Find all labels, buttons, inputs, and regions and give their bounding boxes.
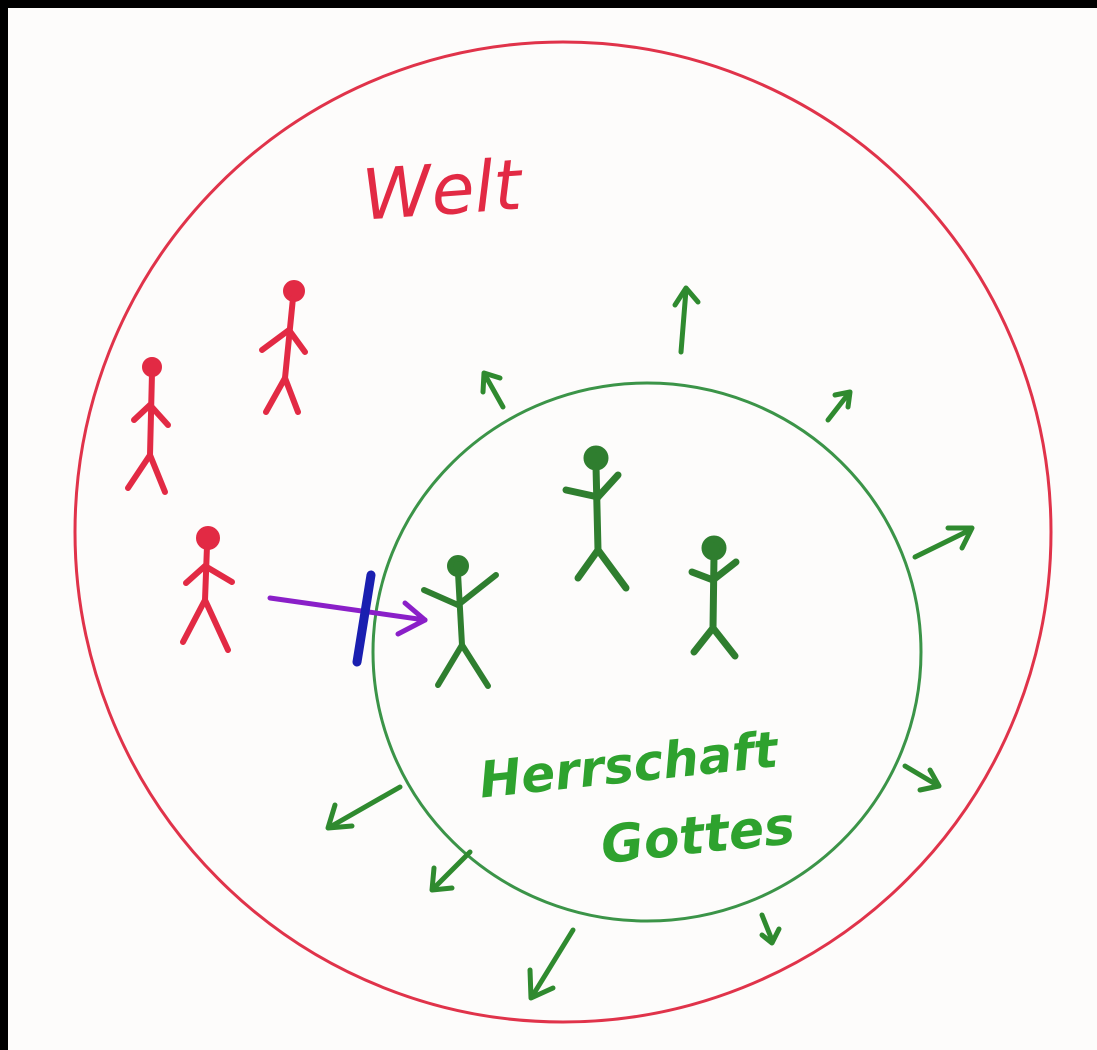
scan-edge-top	[0, 0, 1097, 8]
scan-edge-left	[0, 0, 8, 1050]
paper-sheet	[8, 8, 1097, 1050]
outer-world-label: Welt	[359, 144, 526, 237]
